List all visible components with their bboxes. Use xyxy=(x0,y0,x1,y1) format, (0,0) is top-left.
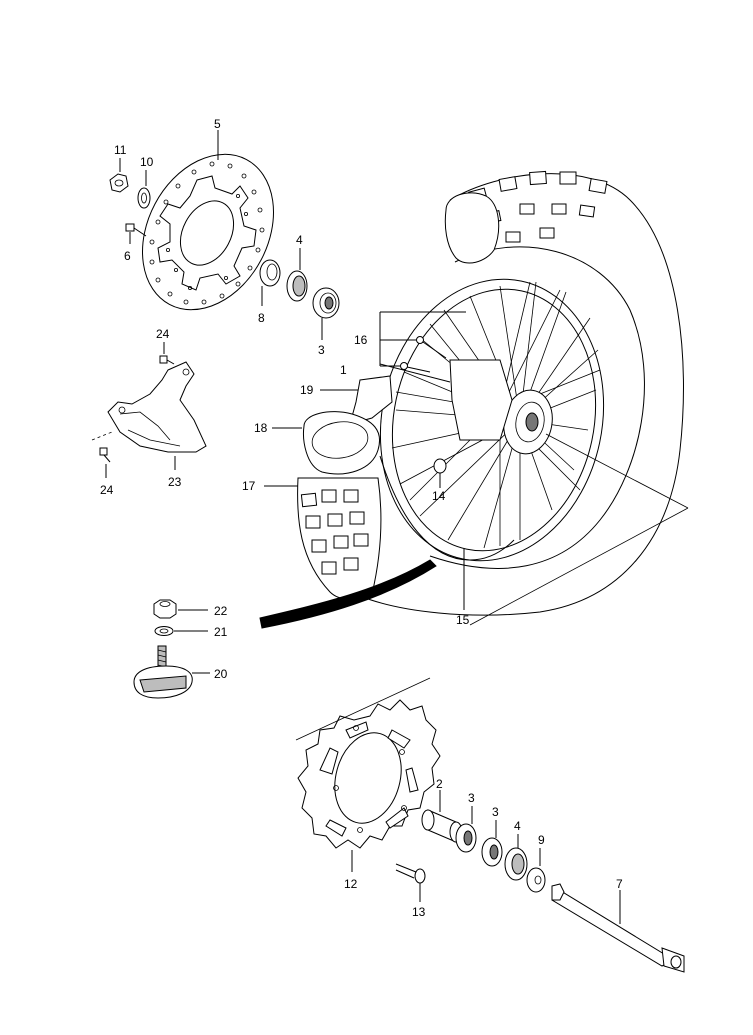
callout-24: 24 xyxy=(100,483,114,497)
callout-10: 10 xyxy=(140,155,154,169)
oil-seal-upper xyxy=(286,248,308,302)
rear-sprocket xyxy=(295,677,441,872)
oil-seal-lower xyxy=(504,834,528,881)
guard-bolt-upper xyxy=(159,342,175,365)
callout-4: 4 xyxy=(514,819,521,833)
callout-22: 22 xyxy=(214,604,228,618)
callout-18: 18 xyxy=(254,421,268,435)
callout-14: 14 xyxy=(432,489,446,503)
spoke-nipples xyxy=(379,311,466,373)
rear-tire xyxy=(359,170,684,616)
callout-3: 3 xyxy=(468,791,475,805)
rim-band xyxy=(320,375,393,425)
callout-7: 7 xyxy=(616,877,623,891)
callout-3: 3 xyxy=(318,343,325,357)
callout-9: 9 xyxy=(538,833,545,847)
callout-labels: 1 2 3 3 3 4 4 5 6 7 8 9 10 11 12 13 14 1… xyxy=(100,117,623,919)
guard-bolt-lower xyxy=(91,431,113,478)
disc-guard xyxy=(107,361,207,470)
disc-bolt xyxy=(125,223,147,244)
callout-19: 19 xyxy=(300,383,314,397)
callout-24: 24 xyxy=(156,327,170,341)
callout-4: 4 xyxy=(296,233,303,247)
callout-3: 3 xyxy=(492,805,499,819)
bearing-upper xyxy=(312,287,340,340)
rear-axle xyxy=(551,883,685,973)
callout-1: 1 xyxy=(340,363,347,377)
rear-hub xyxy=(379,359,553,455)
callout-20: 20 xyxy=(214,667,228,681)
callout-13: 13 xyxy=(412,905,426,919)
callout-11: 11 xyxy=(114,143,127,157)
callout-16: 16 xyxy=(354,333,368,347)
sprocket-bolt xyxy=(395,863,426,902)
disc-nut xyxy=(109,158,129,193)
valve-washer xyxy=(154,626,208,636)
callout-5: 5 xyxy=(214,117,221,131)
callout-8: 8 xyxy=(258,311,265,325)
callout-2: 2 xyxy=(436,777,443,791)
inner-tube-and-tire-section xyxy=(264,411,515,600)
hub-spacer xyxy=(259,259,281,306)
callout-12: 12 xyxy=(344,877,358,891)
drive-chain xyxy=(259,559,437,629)
brake-disc xyxy=(142,130,274,311)
disc-washer xyxy=(137,170,151,209)
valve-nut xyxy=(153,599,208,619)
callout-17: 17 xyxy=(242,479,256,493)
rim-lock-nut xyxy=(433,458,447,488)
bearing-lower-2 xyxy=(481,820,503,867)
callout-15: 15 xyxy=(456,613,470,627)
callout-6: 6 xyxy=(124,249,131,263)
callout-23: 23 xyxy=(168,475,182,489)
bearing-lower-1 xyxy=(455,806,477,853)
axle-washer xyxy=(526,848,546,893)
callout-21: 21 xyxy=(214,625,228,639)
rim-lock xyxy=(133,645,210,699)
